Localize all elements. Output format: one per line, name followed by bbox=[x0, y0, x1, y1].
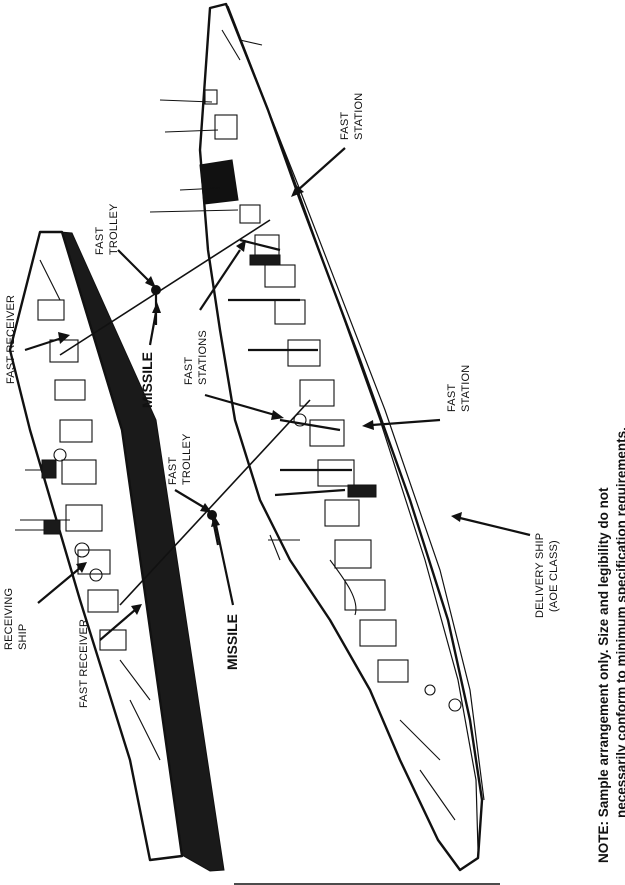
delivery-ship-waterline bbox=[225, 3, 485, 801]
label-fast-station-top: FAST STATION bbox=[339, 93, 365, 140]
svg-text:RECEIVING: RECEIVING bbox=[3, 588, 15, 650]
svg-text:TROLLEY: TROLLEY bbox=[108, 203, 120, 255]
label-fast-trolley-bottom: FAST TROLLEY bbox=[167, 433, 193, 485]
diagram-labels: FAST RECEIVER FAST TROLLEY MISSILE FAST … bbox=[3, 93, 625, 863]
receiving-ship-deck bbox=[8, 230, 184, 862]
delivery-ship-station-posts bbox=[228, 238, 352, 497]
svg-text:NOTE: Sample arrangement only: NOTE: Sample arrangement only. Size and … bbox=[596, 487, 611, 863]
delivery-ship bbox=[149, 2, 485, 872]
delivery-ship-deck-edge bbox=[227, 5, 479, 851]
receiving-ship bbox=[8, 230, 225, 872]
svg-text:FAST: FAST bbox=[167, 457, 179, 485]
span-cables bbox=[59, 219, 311, 606]
label-delivery-ship: DELIVERY SHIP (AOE CLASS) bbox=[534, 533, 560, 618]
label-fast-station-bottom: FAST STATION bbox=[446, 365, 472, 412]
svg-text:FAST: FAST bbox=[94, 227, 106, 255]
delivery-ship-superstructure bbox=[149, 29, 462, 821]
receiving-ship-superstructure bbox=[15, 259, 161, 761]
label-fast-receiver-bottom: FAST RECEIVER bbox=[78, 619, 90, 708]
span-cable-top bbox=[59, 219, 271, 356]
label-fast-receiver-top: FAST RECEIVER bbox=[5, 295, 17, 384]
svg-text:FAST: FAST bbox=[446, 384, 458, 412]
svg-text:FAST: FAST bbox=[183, 357, 195, 385]
svg-text:TROLLEY: TROLLEY bbox=[181, 433, 193, 485]
svg-text:STATION: STATION bbox=[353, 93, 365, 140]
note-text: NOTE: Sample arrangement only. Size and … bbox=[596, 427, 625, 863]
svg-text:FAST: FAST bbox=[339, 112, 351, 140]
span-cable-bottom bbox=[119, 399, 311, 606]
label-fast-trolley-top: FAST TROLLEY bbox=[94, 203, 120, 255]
label-missile-bottom: MISSILE bbox=[224, 614, 240, 670]
svg-text:necessarily conform to minimum: necessarily conform to minimum specifica… bbox=[614, 427, 625, 818]
label-receiving-ship: RECEIVING SHIP bbox=[3, 588, 29, 650]
label-missile-top: MISSILE bbox=[139, 352, 155, 408]
callout-arrows bbox=[24, 147, 531, 641]
svg-text:STATIONS: STATIONS bbox=[197, 330, 209, 385]
svg-text:DELIVERY SHIP: DELIVERY SHIP bbox=[534, 533, 546, 618]
svg-text:SHIP: SHIP bbox=[17, 624, 29, 650]
svg-text:(AOE CLASS): (AOE CLASS) bbox=[548, 540, 560, 612]
label-fast-stations: FAST STATIONS bbox=[183, 330, 209, 385]
svg-text:STATION: STATION bbox=[460, 365, 472, 412]
